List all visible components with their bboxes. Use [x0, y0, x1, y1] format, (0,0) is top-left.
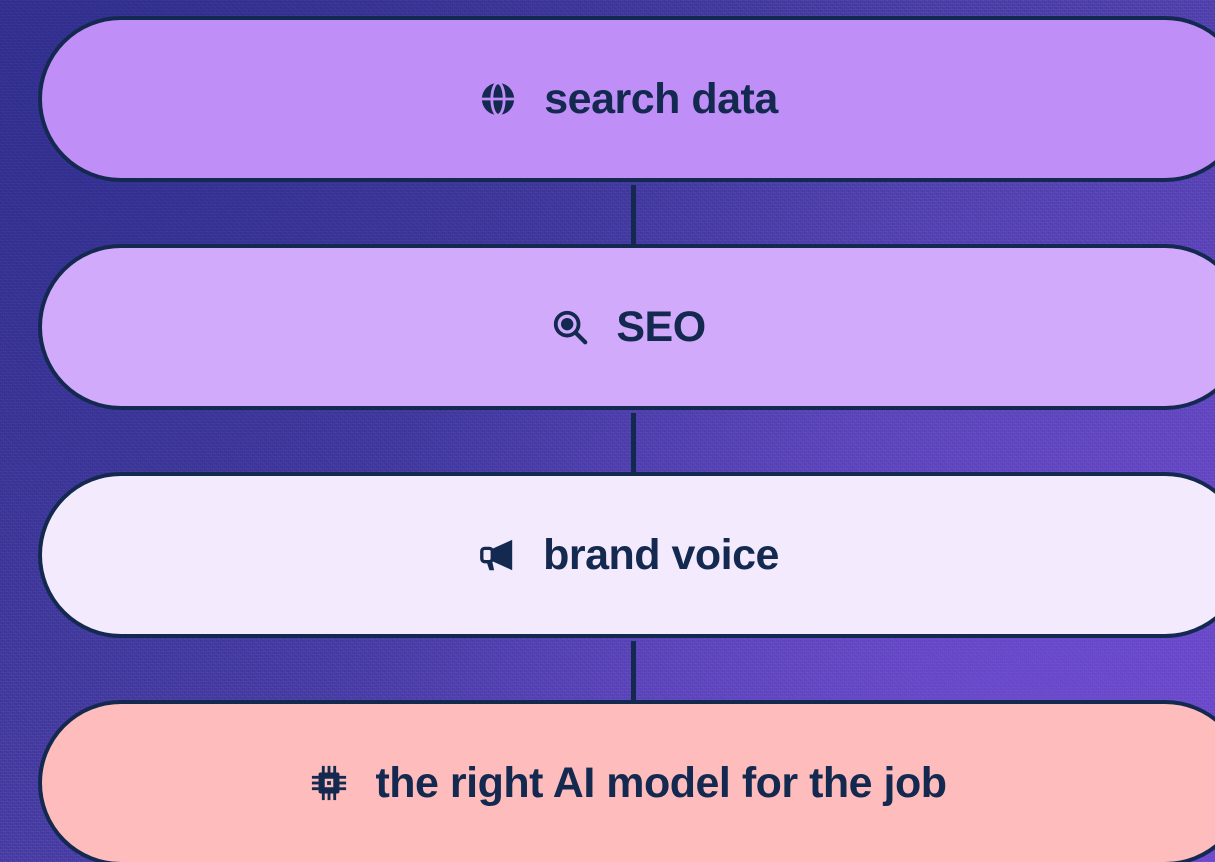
step-brand-voice: brand voice — [38, 472, 1215, 638]
search-icon — [550, 307, 590, 347]
megaphone-icon — [477, 535, 517, 575]
step-ai-model: the right AI model for the job — [38, 700, 1215, 862]
connector-line-3 — [631, 641, 636, 703]
step-seo: SEO — [38, 244, 1215, 410]
step-label: SEO — [616, 302, 706, 351]
step-label: brand voice — [543, 530, 779, 579]
chip-icon — [309, 763, 349, 803]
globe-icon — [478, 79, 518, 119]
connector-line-2 — [631, 413, 636, 475]
connector-line-1 — [631, 185, 636, 247]
step-search-data: search data — [38, 16, 1215, 182]
step-label: the right AI model for the job — [375, 758, 947, 807]
step-label: search data — [544, 74, 778, 123]
